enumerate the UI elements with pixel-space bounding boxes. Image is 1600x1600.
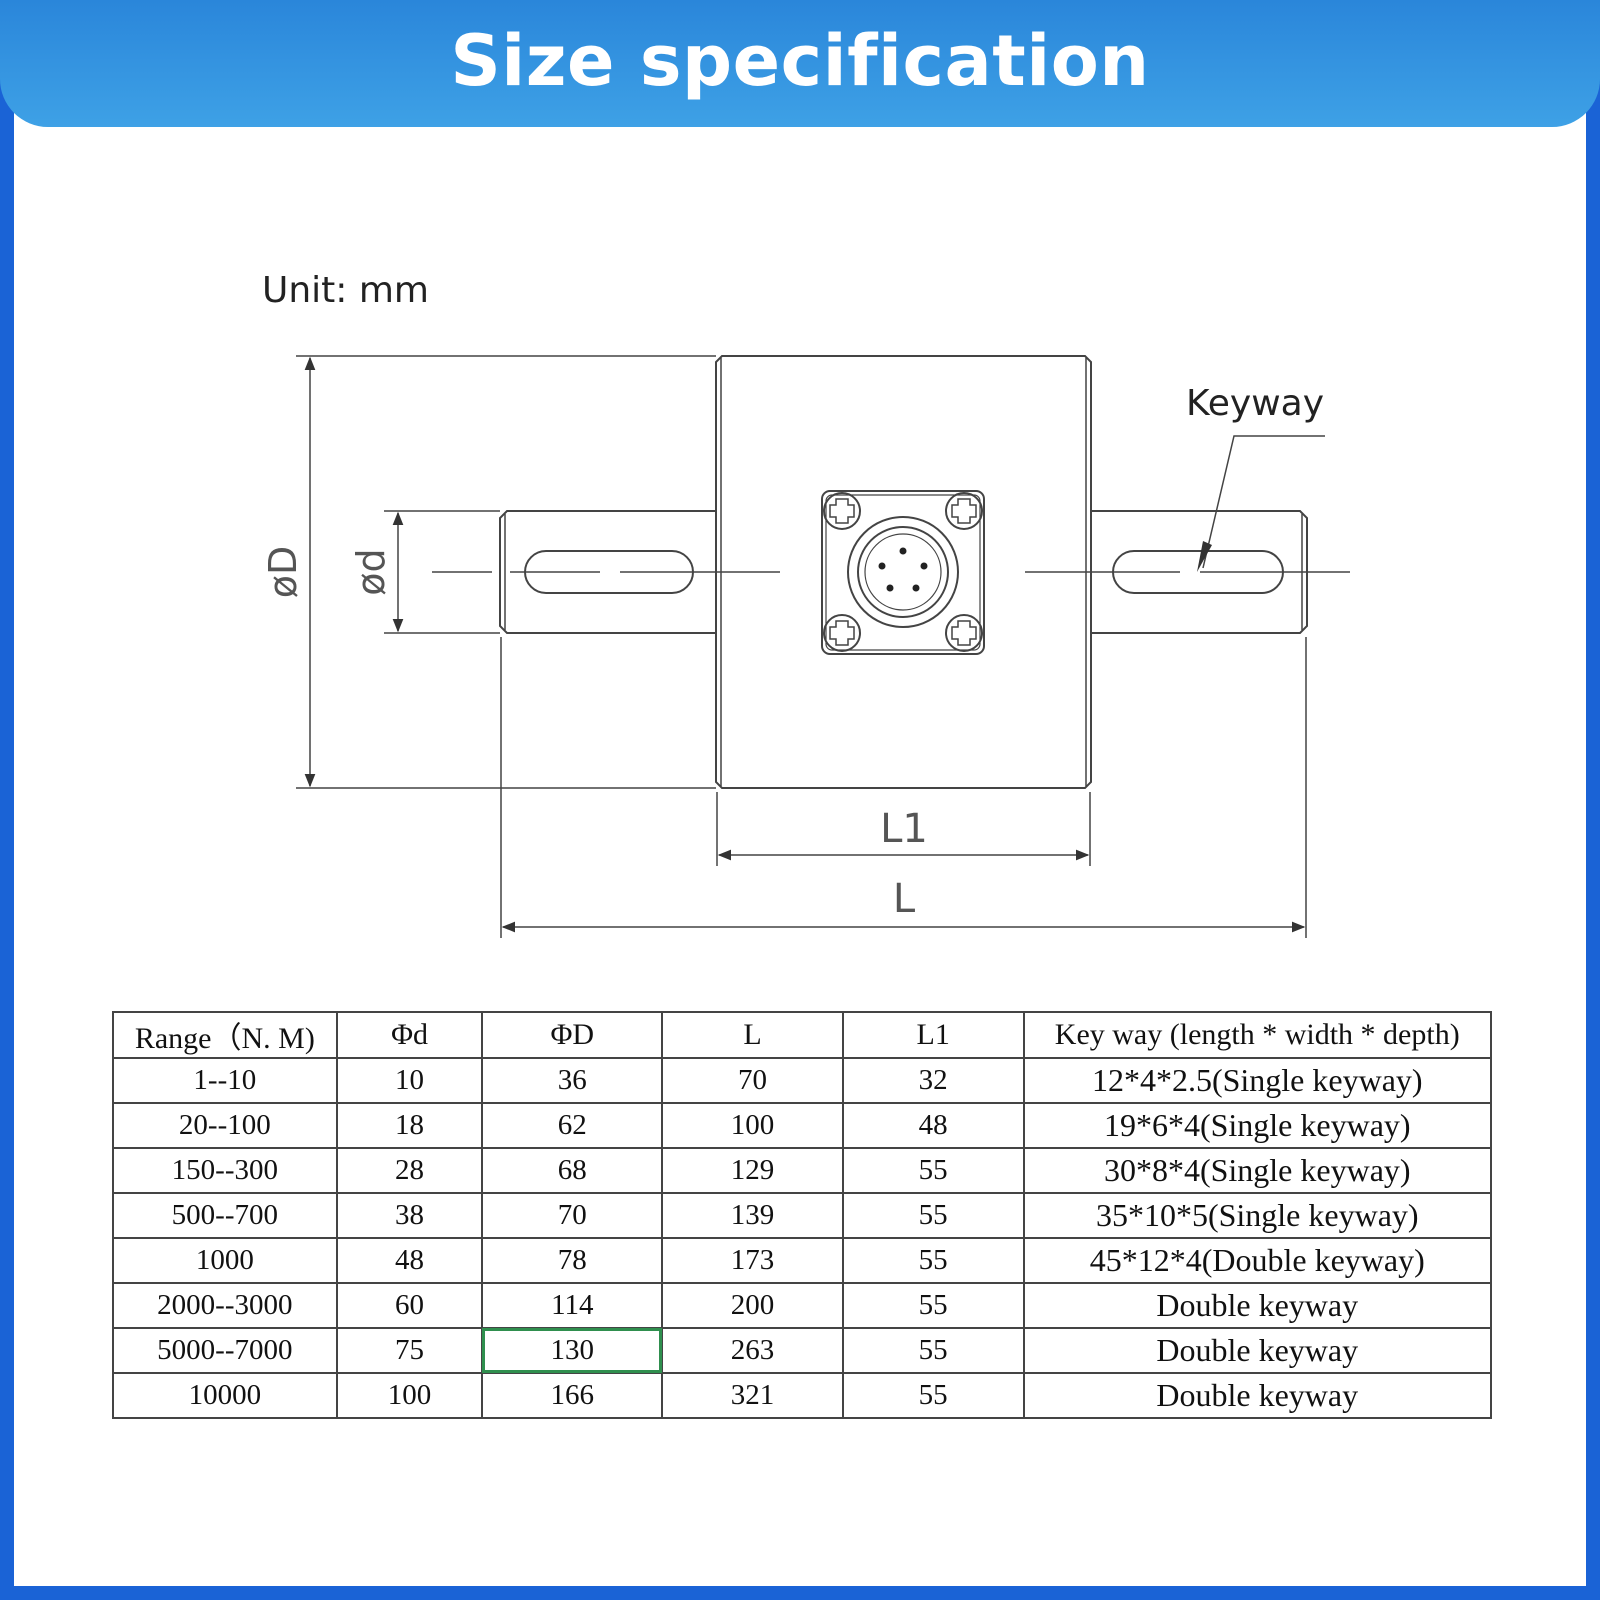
cell-range: 2000--3000 bbox=[112, 1282, 338, 1329]
cell-L: 200 bbox=[661, 1282, 844, 1329]
header-phi-D: ΦD bbox=[481, 1011, 664, 1059]
cell-keyway: Double keyway bbox=[1022, 1372, 1492, 1419]
cell-L: 100 bbox=[661, 1102, 844, 1149]
cell-L1: 55 bbox=[841, 1282, 1025, 1329]
cell-L: 139 bbox=[661, 1192, 844, 1239]
cell-phi-d: 18 bbox=[335, 1102, 484, 1149]
cell-keyway: 30*8*4(Single keyway) bbox=[1022, 1147, 1492, 1194]
cell-range: 20--100 bbox=[112, 1102, 338, 1149]
dimension-D-label: øD bbox=[261, 546, 305, 599]
torque-sensor-drawing: øD ød L1 L Keyway bbox=[261, 355, 1350, 938]
screw-top-left bbox=[823, 492, 861, 530]
cell-keyway: 45*12*4(Double keyway) bbox=[1022, 1237, 1492, 1284]
size-spec-table: Range（N. M) Φd ΦD L L1 Key way (length *… bbox=[112, 1011, 1492, 1419]
table-row: 20--100 18 62 100 48 19*6*4(Single keywa… bbox=[112, 1102, 1492, 1149]
cell-phi-d: 28 bbox=[335, 1147, 484, 1194]
screw-bottom-right bbox=[945, 614, 983, 652]
cell-phi-D: 62 bbox=[481, 1102, 664, 1149]
cell-phi-D: 78 bbox=[481, 1237, 664, 1284]
table-row: 2000--3000 60 114 200 55 Double keyway bbox=[112, 1282, 1492, 1329]
cell-phi-d: 10 bbox=[335, 1057, 484, 1104]
cell-range: 500--700 bbox=[112, 1192, 338, 1239]
cell-L1: 55 bbox=[841, 1192, 1025, 1239]
cell-phi-D: 68 bbox=[481, 1147, 664, 1194]
cell-L1: 55 bbox=[841, 1372, 1025, 1419]
table-row: 500--700 38 70 139 55 35*10*5(Single key… bbox=[112, 1192, 1492, 1239]
cell-keyway: Double keyway bbox=[1022, 1327, 1492, 1374]
dimension-L1-label: L1 bbox=[880, 806, 928, 852]
cell-L: 129 bbox=[661, 1147, 844, 1194]
unit-label: Unit: mm bbox=[262, 270, 429, 311]
cell-L: 70 bbox=[661, 1057, 844, 1104]
cell-L: 321 bbox=[661, 1372, 844, 1419]
cell-phi-d: 48 bbox=[335, 1237, 484, 1284]
cell-range: 1000 bbox=[112, 1237, 338, 1284]
cell-range: 10000 bbox=[112, 1372, 338, 1419]
cell-phi-d: 60 bbox=[335, 1282, 484, 1329]
cell-phi-d: 38 bbox=[335, 1192, 484, 1239]
connector-socket bbox=[847, 516, 959, 628]
table-row: 10000 100 166 321 55 Double keyway bbox=[112, 1372, 1492, 1419]
sensor-body bbox=[715, 355, 1092, 789]
keyway-leader bbox=[1202, 435, 1325, 569]
cell-keyway: 12*4*2.5(Single keyway) bbox=[1022, 1057, 1492, 1104]
cell-phi-D: 166 bbox=[481, 1372, 664, 1419]
cell-phi-D-selected: 130 bbox=[481, 1327, 664, 1374]
cell-L1: 55 bbox=[841, 1237, 1025, 1284]
header-keyway: Key way (length * width * depth) bbox=[1022, 1011, 1492, 1059]
cell-L1: 55 bbox=[841, 1147, 1025, 1194]
cell-phi-D: 70 bbox=[481, 1192, 664, 1239]
cell-L: 173 bbox=[661, 1237, 844, 1284]
cell-phi-d: 100 bbox=[335, 1372, 484, 1419]
header-L1: L1 bbox=[841, 1011, 1025, 1059]
page-title: Size specification bbox=[450, 19, 1150, 102]
cell-L: 263 bbox=[661, 1327, 844, 1374]
cell-phi-D: 36 bbox=[481, 1057, 664, 1104]
table-row: 1000 48 78 173 55 45*12*4(Double keyway) bbox=[112, 1237, 1492, 1284]
connector-flange bbox=[821, 490, 985, 655]
cell-L1: 55 bbox=[841, 1327, 1025, 1374]
keyway-label: Keyway bbox=[1186, 383, 1324, 424]
header-L: L bbox=[661, 1011, 844, 1059]
cell-keyway: 19*6*4(Single keyway) bbox=[1022, 1102, 1492, 1149]
dimension-L-label: L bbox=[893, 876, 916, 922]
cell-phi-d: 75 bbox=[335, 1327, 484, 1374]
screw-bottom-left bbox=[823, 614, 861, 652]
table-row: 1--10 10 36 70 32 12*4*2.5(Single keyway… bbox=[112, 1057, 1492, 1104]
header-phi-d: Φd bbox=[335, 1011, 484, 1059]
cell-range: 1--10 bbox=[112, 1057, 338, 1104]
dimension-d-label: ød bbox=[349, 548, 393, 595]
cell-keyway: 35*10*5(Single keyway) bbox=[1022, 1192, 1492, 1239]
cell-range: 5000--7000 bbox=[112, 1327, 338, 1374]
cell-L1: 48 bbox=[841, 1102, 1025, 1149]
cell-L1: 32 bbox=[841, 1057, 1025, 1104]
cell-keyway: Double keyway bbox=[1022, 1282, 1492, 1329]
left-shaft bbox=[499, 510, 716, 634]
table-row: 5000--7000 75 130 263 55 Double keyway bbox=[112, 1327, 1492, 1374]
table-row: 150--300 28 68 129 55 30*8*4(Single keyw… bbox=[112, 1147, 1492, 1194]
header-banner: Size specification bbox=[0, 0, 1600, 127]
table-header-row: Range（N. M) Φd ΦD L L1 Key way (length *… bbox=[112, 1011, 1492, 1059]
header-range: Range（N. M) bbox=[112, 1011, 338, 1059]
cell-phi-D: 114 bbox=[481, 1282, 664, 1329]
connector-pins bbox=[878, 547, 928, 592]
cell-range: 150--300 bbox=[112, 1147, 338, 1194]
screw-top-right bbox=[945, 492, 983, 530]
